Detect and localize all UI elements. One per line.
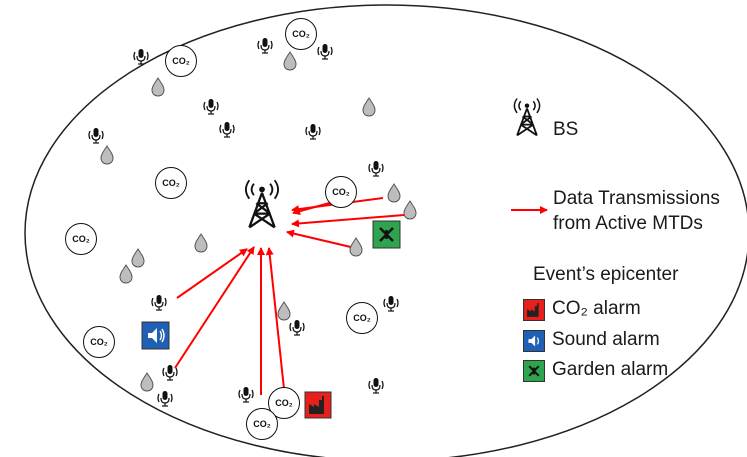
coverage-area	[24, 4, 747, 457]
legend-transmission-label-line1: Data Transmissions	[553, 188, 720, 209]
transmission-arrow	[176, 248, 248, 299]
garden-alarm-epicenter	[372, 220, 401, 249]
sprinkler-icon	[379, 227, 394, 242]
co2-sensor-node: CO₂	[165, 45, 197, 77]
sound-sensors	[88, 37, 399, 407]
co2-sensor-node: CO₂	[155, 167, 187, 199]
microphone-icon	[133, 48, 149, 65]
co2-sensor-node: CO₂	[65, 223, 97, 255]
microphone-icon	[305, 123, 321, 140]
microphone-icon	[368, 377, 384, 394]
speaker-icon	[528, 335, 540, 347]
legend-co2-alarm-label: CO₂ alarm	[552, 298, 641, 319]
co2-sensor-node: CO₂	[83, 326, 115, 358]
base-station-icon	[244, 179, 280, 229]
transmission-arrow	[265, 247, 285, 390]
factory-icon	[527, 303, 539, 317]
water-drop-icon	[100, 145, 114, 165]
transmission-arrow	[286, 229, 356, 249]
transmission-arrow	[291, 214, 405, 228]
sprinkler-icon	[528, 365, 540, 377]
water-drop-icon	[140, 372, 154, 392]
microphone-icon	[368, 160, 384, 177]
water-drop-icon	[283, 51, 297, 71]
legend-sound-alarm-label: Sound alarm	[552, 329, 660, 350]
water-drop-icon	[277, 301, 291, 321]
microphone-icon	[383, 295, 399, 312]
water-drop-icon	[151, 77, 165, 97]
transmission-arrow	[174, 246, 255, 369]
microphone-icon	[219, 121, 235, 138]
microphone-icon	[157, 390, 173, 407]
water-drop-icon	[362, 97, 376, 117]
factory-icon	[309, 396, 324, 414]
co2-sensor-node: CO₂	[285, 18, 317, 50]
legend-garden-alarm-label: Garden alarm	[552, 359, 669, 380]
co2-sensor-node: CO₂	[346, 302, 378, 334]
legend-bs-icon	[513, 97, 541, 137]
microphone-icon	[203, 98, 219, 115]
legend-garden-alarm-swatch	[523, 360, 545, 382]
legend-epicenter-title: Event’s epicenter	[533, 264, 679, 285]
water-drop-icon	[194, 233, 208, 253]
speaker-icon	[148, 328, 157, 343]
microphone-icon	[238, 386, 254, 403]
co2-sensor-node: CO₂	[246, 408, 278, 440]
legend-transmission-label-line2: from Active MTDs	[553, 213, 703, 234]
microphone-icon	[151, 294, 167, 311]
microphone-icon	[257, 37, 273, 54]
sound-alarm-epicenter	[141, 321, 170, 350]
data-transmissions	[174, 195, 405, 395]
legend-bs-label: BS	[553, 119, 579, 140]
co2-alarm-epicenter	[304, 391, 332, 419]
microphone-icon	[88, 127, 104, 144]
water-drop-icon	[403, 200, 417, 220]
co2-sensor-node: CO₂	[325, 176, 357, 208]
water-drop-icon	[349, 237, 363, 257]
microphone-icon	[289, 319, 305, 336]
water-drop-icon	[131, 248, 145, 268]
microphone-icon	[317, 43, 333, 60]
legend-co2-alarm-swatch	[523, 299, 545, 321]
water-drop-icon	[387, 183, 401, 203]
legend-sound-alarm-swatch	[523, 330, 545, 352]
water-drop-icon	[119, 264, 133, 284]
